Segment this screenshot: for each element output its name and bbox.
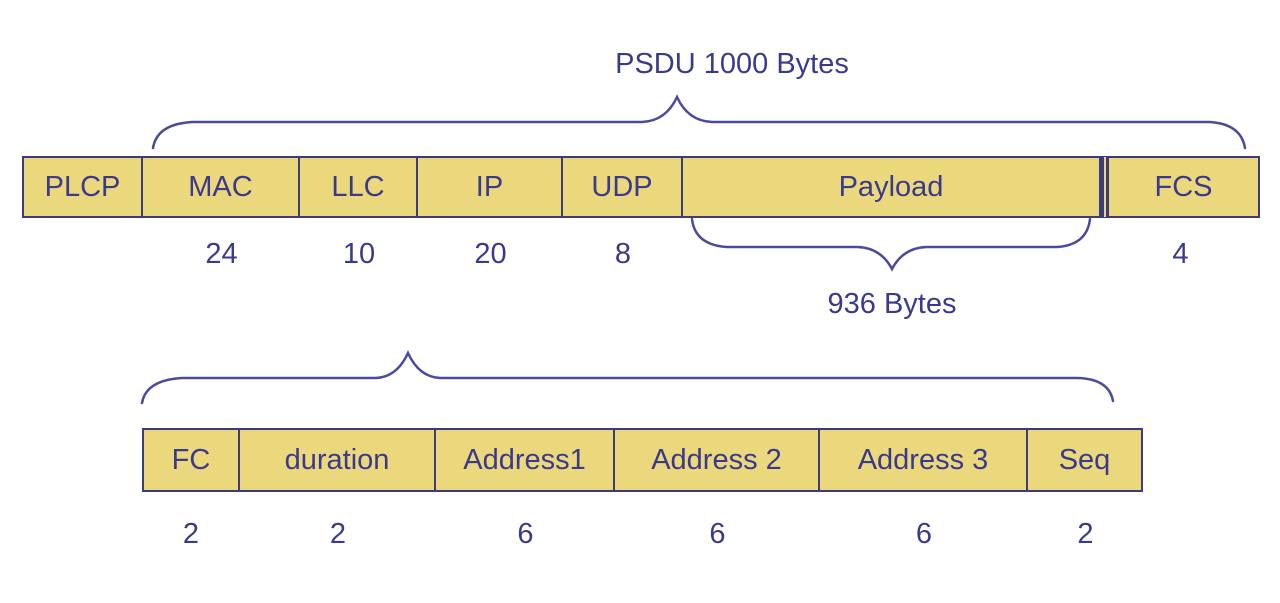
field-box-fcs: FCS [1101, 156, 1260, 218]
field-label-udp: UDP [591, 170, 653, 203]
field-box-fc: FC [142, 428, 240, 492]
size-fcs: 4 [1172, 238, 1189, 270]
top-sizes-row: 24 10 20 8 4 [22, 236, 1260, 272]
size-seq: 2 [1077, 518, 1094, 550]
field-label-mac: MAC [188, 170, 253, 203]
size-plcp [22, 236, 143, 272]
field-label-plcp: PLCP [44, 170, 121, 203]
field-label-address2: Address 2 [651, 443, 782, 476]
mac-header-row: FC duration Address1 Address 2 Address 3… [142, 428, 1143, 492]
size-ip: 20 [474, 238, 507, 270]
field-box-address1: Address1 [436, 428, 615, 492]
field-box-ip: IP [418, 156, 563, 218]
field-box-payload: Payload [683, 156, 1101, 218]
size-address2: 6 [709, 518, 726, 550]
size-address3: 6 [915, 518, 933, 550]
field-label-seq: Seq [1058, 443, 1111, 476]
field-box-udp: UDP [563, 156, 683, 218]
field-label-fcs: FCS [1154, 170, 1213, 203]
field-label-address3: Address 3 [857, 443, 989, 476]
size-udp: 8 [614, 238, 632, 270]
field-label-fc: FC [171, 443, 211, 476]
mac-expansion-brace [140, 350, 1115, 405]
size-llc: 10 [342, 238, 376, 270]
field-box-mac: MAC [143, 156, 300, 218]
field-label-payload: Payload [838, 170, 944, 203]
size-fc: 2 [182, 518, 200, 550]
field-label-address1: Address1 [463, 443, 586, 476]
field-box-plcp: PLCP [22, 156, 143, 218]
size-mac: 24 [205, 238, 238, 270]
size-duration: 2 [329, 518, 347, 550]
field-box-llc: LLC [300, 156, 418, 218]
size-payload [683, 236, 1101, 272]
field-box-address2: Address 2 [615, 428, 820, 492]
field-box-seq: Seq [1028, 428, 1143, 492]
payload-size-label: 936 Bytes [827, 288, 957, 320]
field-label-duration: duration [284, 443, 390, 476]
bottom-sizes-row: 2 2 6 6 6 2 [142, 516, 1143, 552]
field-label-llc: LLC [331, 170, 385, 203]
top-frame-row: PLCP MAC LLC IP UDP Payload FCS [22, 156, 1260, 218]
field-label-ip: IP [475, 170, 504, 203]
psdu-size-label: PSDU 1000 Bytes [615, 48, 849, 80]
psdu-brace [151, 94, 1247, 150]
field-box-address3: Address 3 [820, 428, 1028, 492]
size-address1: 6 [517, 518, 534, 550]
field-box-duration: duration [240, 428, 436, 492]
